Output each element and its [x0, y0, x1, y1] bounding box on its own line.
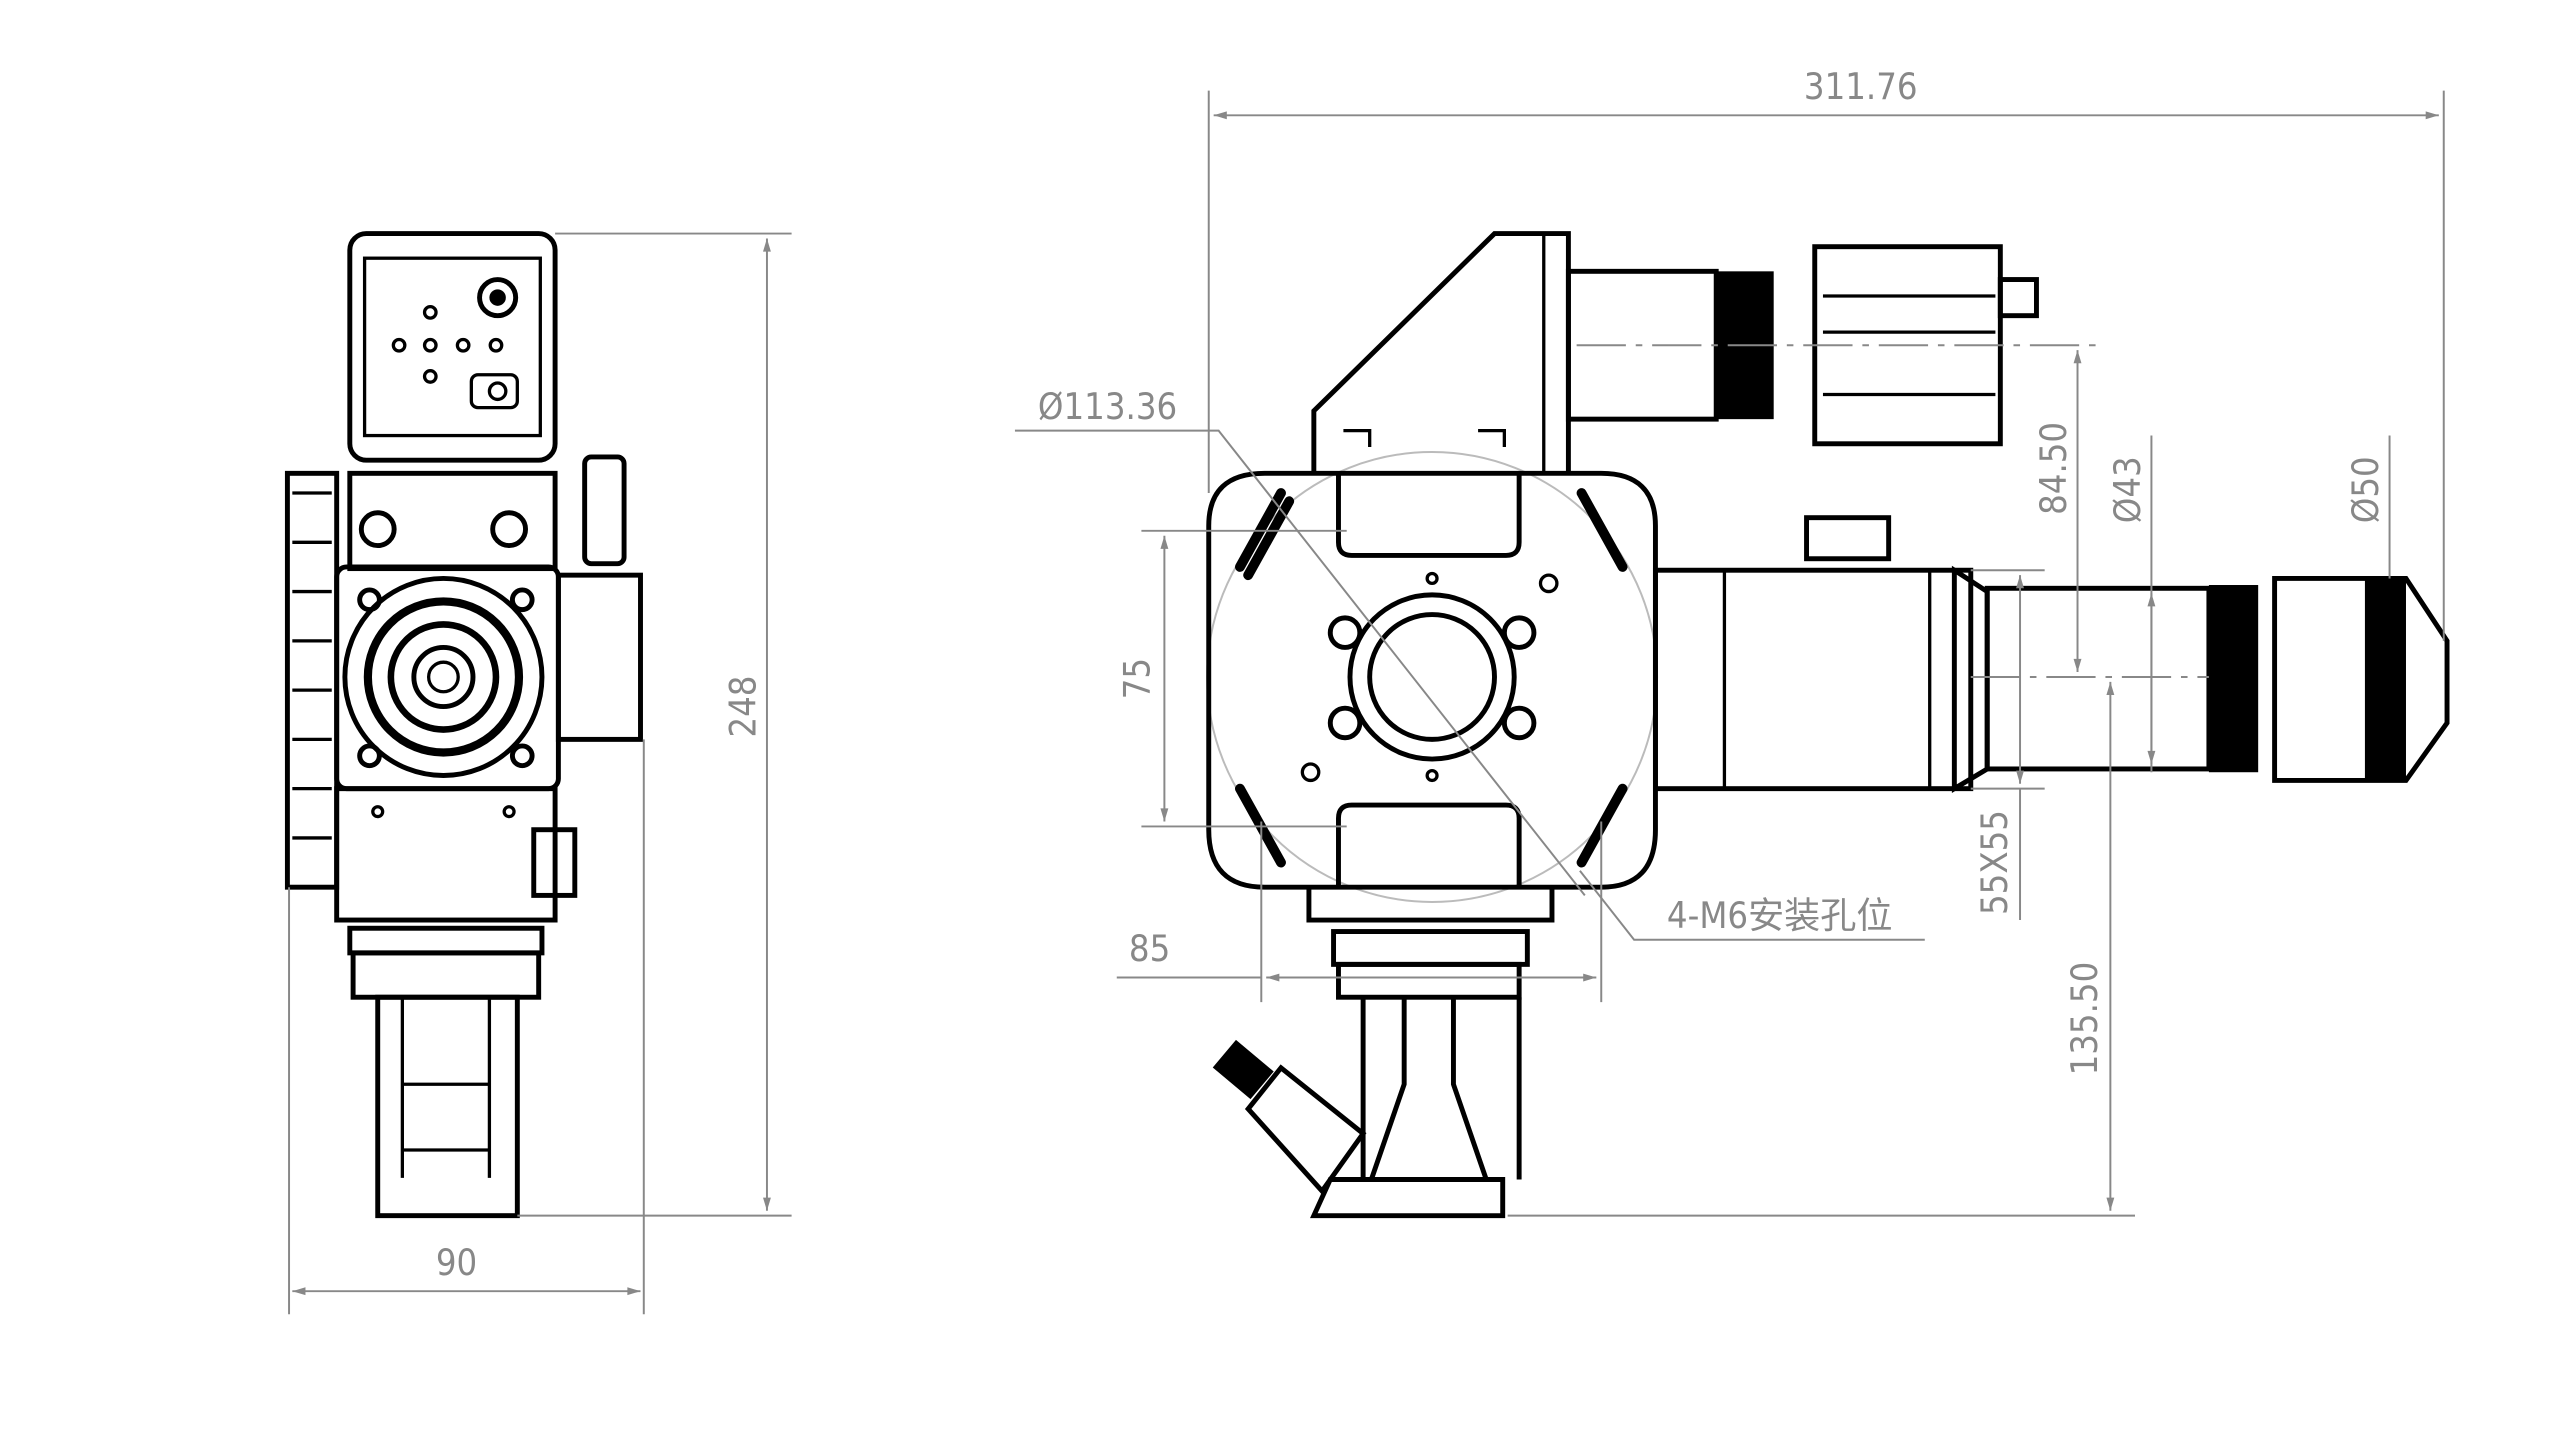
flange-diameter-label: Ø113.36: [1038, 385, 1177, 428]
side-fitting: [555, 572, 643, 742]
front-dimensions: 248 90: [288, 232, 792, 1315]
overall-length-label: 311.76: [1804, 65, 1918, 108]
lens-diameter-label: Ø50: [2344, 456, 2387, 523]
camera-module: [347, 231, 558, 463]
lower-body: [334, 786, 558, 923]
barrel-diameter-label: Ø43: [2106, 456, 2149, 523]
nozzle-tip: [1310, 1177, 1506, 1219]
side-view: [1206, 231, 2450, 1219]
focus-lens: [2272, 575, 2450, 783]
nozzle-tube: [375, 994, 520, 1219]
nozzle-height-label: 135.50: [2063, 962, 2106, 1076]
body-section-label: 55X55: [1973, 810, 2016, 915]
motor-offset-label: 84.50: [2032, 422, 2075, 515]
nozzle-collar: [350, 950, 542, 1000]
mounting-holes-note: 4-M6安装孔位: [1667, 894, 1893, 937]
height-dimension-label: 248: [721, 676, 764, 738]
side-body: [1652, 567, 1974, 792]
vertical-hole-spacing-label: 75: [1116, 658, 1159, 699]
side-dimensions: 311.76 Ø113.36 75 85 4-M6安装孔位 84.50 Ø43 …: [1014, 65, 2445, 1217]
nozzle-collar: [1331, 929, 1530, 967]
handwheel: [284, 470, 340, 890]
horizontal-hole-spacing-label: 85: [1129, 927, 1170, 970]
gas-fitting: [1244, 1064, 1367, 1195]
motor-bracket: [1311, 231, 1571, 474]
front-view: [284, 231, 643, 1219]
width-dimension-label: 90: [436, 1241, 477, 1284]
